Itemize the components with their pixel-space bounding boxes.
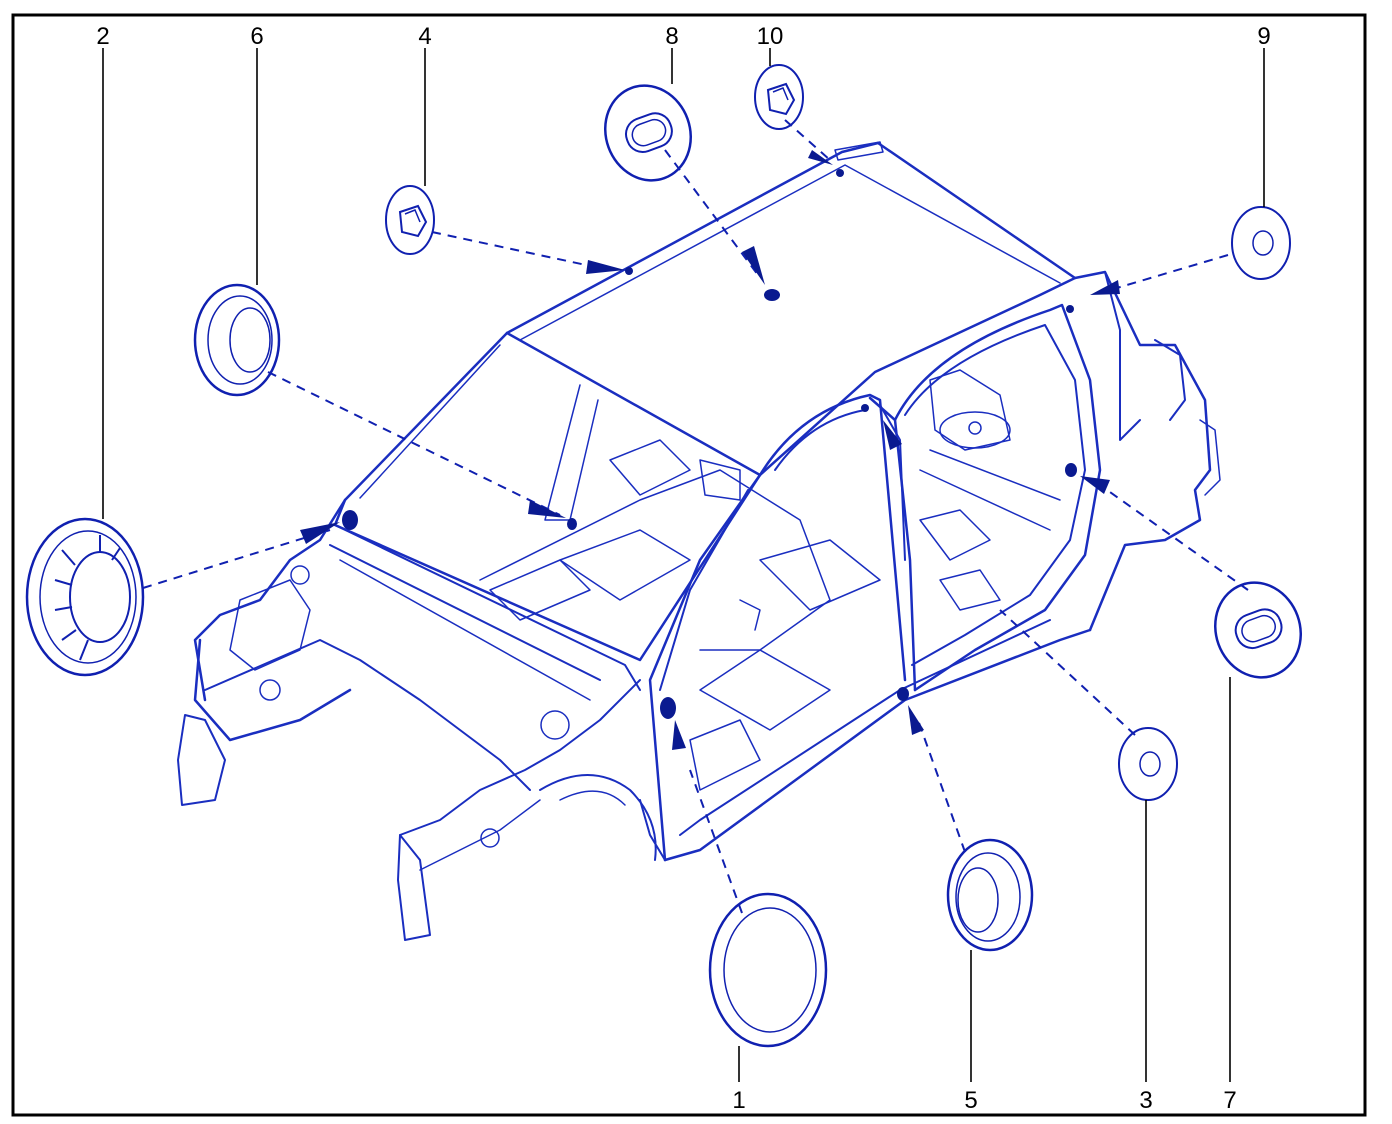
callout-leaders — [102, 48, 1265, 1082]
dashed-guide-lines — [142, 119, 1249, 914]
part-2-ribbed-grommet — [25, 517, 145, 677]
part-1-large-round-plug — [708, 892, 828, 1048]
callout-8: 8 — [665, 23, 678, 50]
part-6-round-grommet — [193, 283, 281, 397]
diagram-frame — [11, 13, 1367, 1117]
part-5-round-grommet — [946, 838, 1034, 952]
target-holes — [342, 169, 1077, 719]
part-9-small-round-plug — [1231, 206, 1291, 280]
part-3-small-round-plug — [1118, 727, 1178, 801]
callout-9: 9 — [1257, 23, 1270, 50]
callout-4: 4 — [418, 23, 431, 50]
callout-numbers: 2 6 4 8 10 9 1 5 3 7 — [96, 23, 1270, 1114]
callout-2: 2 — [96, 23, 109, 50]
part-7-oval-plug — [1214, 581, 1302, 679]
part-8-oval-plug — [604, 84, 692, 182]
part-10-push-clip — [754, 64, 804, 130]
callout-10: 10 — [757, 23, 784, 50]
part-4-push-clip — [385, 185, 435, 255]
car-body-shell — [177, 141, 1221, 941]
callout-1: 1 — [732, 1087, 745, 1114]
callout-3: 3 — [1139, 1087, 1152, 1114]
callout-7: 7 — [1223, 1087, 1236, 1114]
arrow-heads — [300, 150, 1120, 750]
callout-5: 5 — [964, 1087, 977, 1114]
callout-6: 6 — [250, 23, 263, 50]
